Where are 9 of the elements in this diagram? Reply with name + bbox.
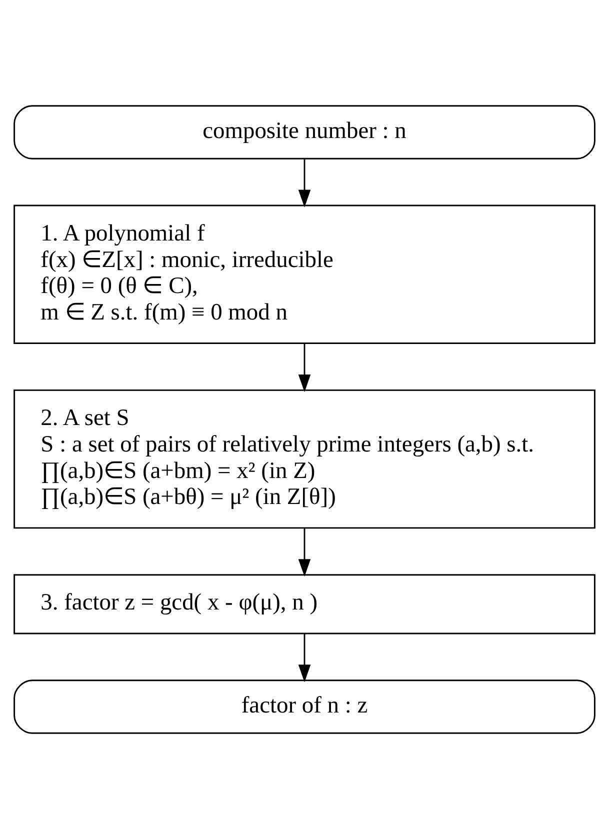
node-box: 2. A set S S : a set of pairs of relatively prime integers (a,b) s.t. ∏(a,b)∈S (a+bm) = x² (in Z) ∏(a,b)∈S (a+bθ) = μ² (in Z[θ]) — [14, 389, 596, 529]
arrow — [298, 344, 311, 392]
node-box: factor of n : z — [14, 680, 596, 734]
node-box: composite number : n — [14, 105, 596, 160]
arrow — [298, 528, 311, 577]
arrow — [298, 634, 311, 682]
arrow — [298, 159, 311, 208]
node-box: 1. A polynomial f f(x) ∈Z[x] : monic, irreducible f(θ) = 0 (θ ∈ C), m ∈ Z s.t. f(m) ≡ 0 mod n — [14, 204, 596, 344]
node-box: 3. factor z = gcd( x - φ(μ), n ) — [14, 574, 596, 634]
